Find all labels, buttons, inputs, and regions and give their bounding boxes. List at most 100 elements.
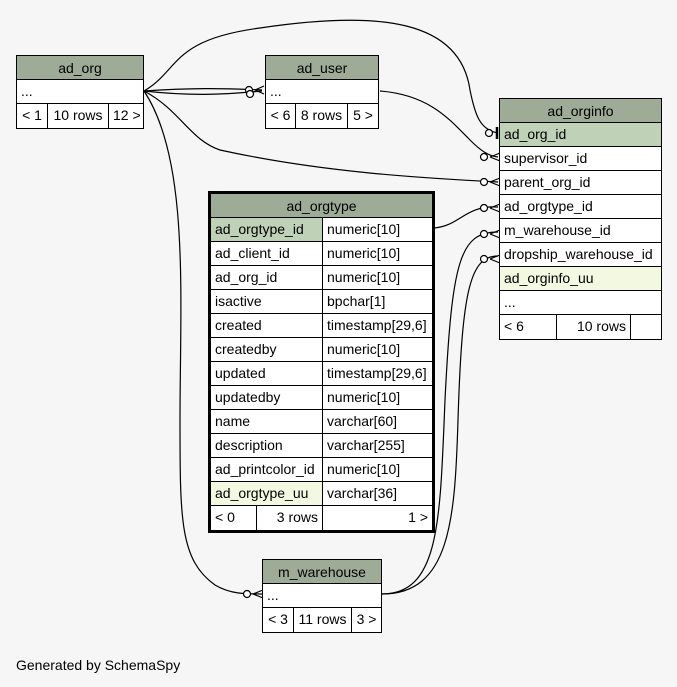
- column-dropship-warehouse-id: dropship_warehouse_id: [504, 246, 653, 262]
- crowfoot-icon: [489, 254, 501, 264]
- child-count: 1 >: [322, 506, 432, 530]
- column-supervisor-id: supervisor_id: [504, 150, 588, 166]
- column-ad-org-id: ad_org_id: [504, 126, 567, 142]
- column-row: isactive bpchar[1]: [211, 290, 432, 314]
- row-count: 10 rows: [47, 104, 108, 128]
- zero-marker-icon: [245, 89, 255, 99]
- crowfoot-icon: [489, 229, 501, 239]
- child-count: 12 >: [108, 104, 143, 128]
- edge-ad-user-orginfo-supervisor: [379, 90, 499, 158]
- column-parent-org-id: parent_org_id: [504, 174, 591, 190]
- column-name: isactive: [215, 293, 262, 309]
- column-name: updated: [215, 365, 266, 381]
- table-ad-orginfo[interactable]: ad_orginfo ad_org_id supervisor_id paren…: [499, 98, 662, 340]
- table-footer: < 6 10 rows: [500, 315, 661, 339]
- table-footer: < 1 10 rows 12 >: [17, 104, 143, 128]
- edge-ad-org-warehouse: [143, 90, 263, 595]
- column-type: numeric[10]: [322, 266, 432, 289]
- table-ad-user[interactable]: ad_user ... < 6 8 rows 5 >: [265, 55, 379, 129]
- column-row: ad_orgtype_id numeric[10]: [211, 218, 432, 242]
- column-row: ad_org_id numeric[10]: [211, 266, 432, 290]
- column-type: numeric[10]: [322, 458, 432, 481]
- column-name: updatedby: [215, 389, 281, 405]
- column-type: bpchar[1]: [322, 290, 432, 313]
- parent-count: < 3: [268, 611, 288, 627]
- parent-count: < 6: [504, 318, 524, 334]
- zero-marker-icon: [484, 128, 494, 138]
- column-ad-orgtype-id: ad_orgtype_id: [504, 198, 593, 214]
- table-footer: < 0 3 rows 1 >: [211, 506, 432, 530]
- parent-count: < 1: [22, 107, 42, 123]
- column-type: varchar[60]: [322, 410, 432, 433]
- column-type: numeric[10]: [322, 218, 432, 241]
- ellipsis-row: ...: [504, 294, 516, 310]
- column-m-warehouse-id: m_warehouse_id: [504, 222, 611, 238]
- zero-marker-icon: [479, 254, 489, 264]
- edge-ad-org-orginfo-adorgid: [143, 19, 499, 134]
- column-row: updated timestamp[29,6]: [211, 362, 432, 386]
- column-type: numeric[10]: [322, 338, 432, 361]
- column-name: ad_orgtype_uu: [215, 485, 309, 501]
- table-ad-org[interactable]: ad_org ... < 1 10 rows 12 >: [16, 55, 144, 129]
- column-name: ad_org_id: [215, 269, 278, 285]
- crowfoot-icon: [489, 152, 501, 162]
- crowfoot-icon: [489, 177, 501, 187]
- column-row: ad_printcolor_id numeric[10]: [211, 458, 432, 482]
- edge-warehouse-orginfo-mwh: [381, 231, 499, 595]
- column-row: updatedby numeric[10]: [211, 386, 432, 410]
- table-footer: < 6 8 rows 5 >: [266, 104, 378, 128]
- table-title: m_warehouse: [263, 560, 381, 584]
- zero-marker-icon: [242, 589, 252, 599]
- zero-marker-icon: [479, 203, 489, 213]
- row-count: 8 rows: [295, 104, 347, 128]
- column-type: varchar[255]: [322, 434, 432, 457]
- child-count: 3 >: [351, 608, 381, 632]
- column-type: numeric[10]: [322, 242, 432, 265]
- column-name: ad_orgtype_id: [215, 221, 304, 237]
- table-footer: < 3 11 rows 3 >: [263, 608, 381, 632]
- ellipsis-row: ...: [267, 587, 279, 603]
- parent-count: < 0: [215, 509, 235, 525]
- table-title: ad_orgtype: [211, 194, 432, 218]
- column-row: ad_orgtype_uu varchar[36]: [211, 482, 432, 506]
- child-count: [630, 315, 661, 339]
- column-ad-orginfo-uu: ad_orginfo_uu: [504, 270, 594, 286]
- zero-marker-icon: [479, 152, 489, 162]
- child-count: 5 >: [347, 104, 378, 128]
- parent-count: < 6: [270, 107, 291, 123]
- column-name: created: [215, 317, 262, 333]
- generator-credit: Generated by SchemaSpy: [16, 657, 181, 673]
- table-m-warehouse[interactable]: m_warehouse ... < 3 11 rows 3 >: [262, 559, 382, 633]
- column-name: description: [215, 437, 283, 453]
- row-count: 11 rows: [293, 608, 351, 632]
- column-name: name: [215, 413, 251, 429]
- edge-orgtype-orginfo: [433, 206, 499, 229]
- column-row: description varchar[255]: [211, 434, 432, 458]
- edge-ad-org-ad-user-2: [143, 90, 263, 95]
- column-name: ad_client_id: [215, 245, 290, 261]
- column-type: timestamp[29,6]: [322, 314, 432, 337]
- table-title: ad_orginfo: [500, 99, 661, 123]
- crowfoot-icon: [252, 589, 264, 599]
- column-type: varchar[36]: [322, 482, 432, 505]
- ellipsis-row: ...: [21, 83, 33, 99]
- edge-ad-org-ad-user-1: [143, 88, 263, 92]
- table-title: ad_org: [17, 56, 143, 80]
- column-type: numeric[10]: [322, 386, 432, 409]
- row-count: 3 rows: [256, 506, 322, 530]
- crowfoot-icon: [254, 85, 265, 95]
- column-type: timestamp[29,6]: [322, 362, 432, 385]
- edge-warehouse-orginfo-dropship: [381, 255, 499, 595]
- edge-ad-org-orginfo-parent: [143, 90, 499, 183]
- table-title: ad_user: [266, 56, 378, 80]
- column-row: name varchar[60]: [211, 410, 432, 434]
- row-count: 10 rows: [556, 315, 630, 339]
- zero-marker-icon: [479, 229, 489, 239]
- column-name: createdby: [215, 341, 277, 357]
- column-name: ad_printcolor_id: [215, 461, 315, 477]
- column-row: ad_client_id numeric[10]: [211, 242, 432, 266]
- crowfoot-icon: [489, 203, 501, 213]
- column-row: createdby numeric[10]: [211, 338, 432, 362]
